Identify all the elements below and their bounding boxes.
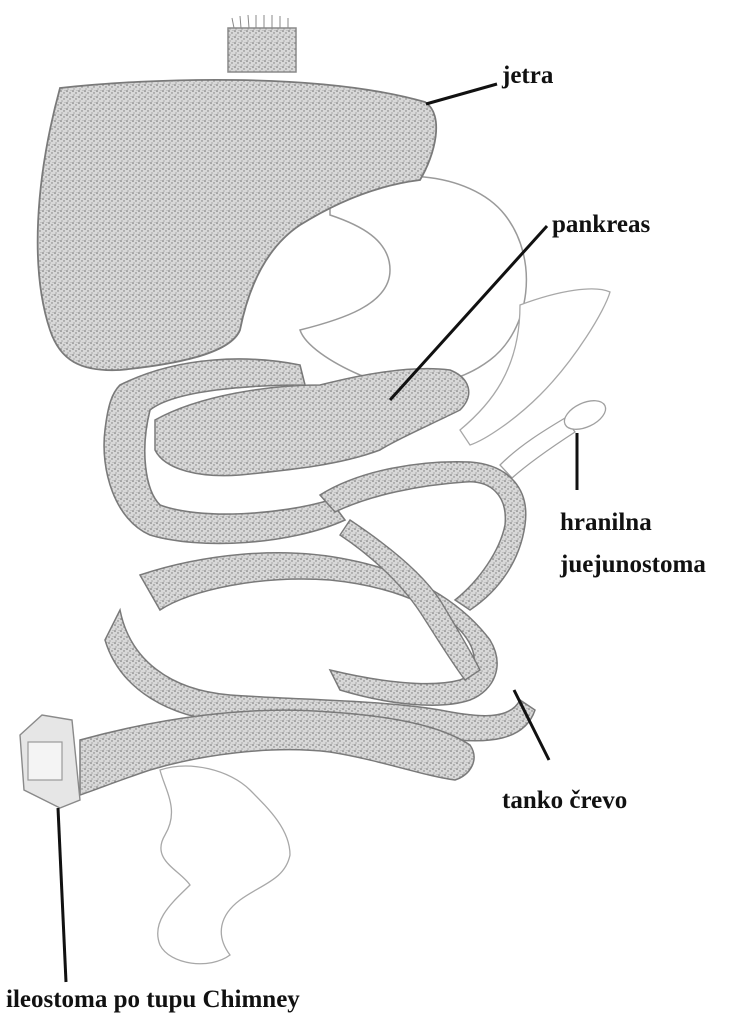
label-liver: jetra [501,62,554,89]
label-feeding-jejunostomy-1: hranilna [560,509,652,536]
label-pancreas: pankreas [552,211,650,238]
label-small-intestine: tanko črevo [502,787,627,814]
label-feeding-jejunostomy-2: juejunostoma [559,551,706,578]
label-ileostomy: ileostoma po tupu Chimney [6,986,300,1013]
